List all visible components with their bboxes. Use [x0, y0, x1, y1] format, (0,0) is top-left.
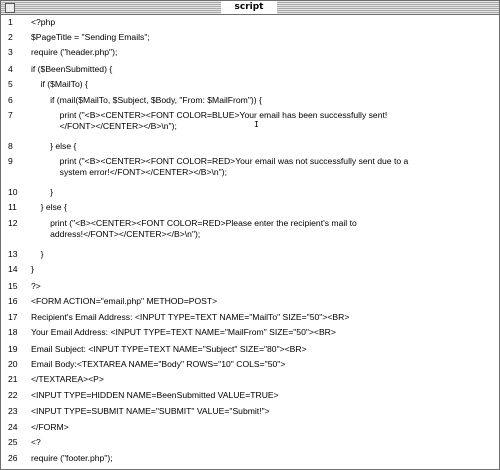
line-number: 18 — [8, 327, 18, 337]
line-number: 21 — [8, 374, 18, 384]
code-line[interactable]: 9 print ("<B><CENTER><FONT COLOR=RED>You… — [1, 156, 499, 180]
code-line[interactable]: 7 print ("<B><CENTER><FONT COLOR=BLUE>Yo… — [1, 110, 499, 134]
code-text[interactable]: <FORM ACTION="email.php" METHOD=POST> — [31, 296, 218, 306]
code-text[interactable]: Email Body:<TEXTAREA NAME="Body" ROWS="1… — [31, 359, 286, 369]
code-text[interactable]: </TEXTAREA><P> — [31, 374, 104, 384]
code-text[interactable]: } — [31, 264, 34, 274]
line-number: 15 — [8, 281, 18, 291]
code-text[interactable]: ?> — [31, 281, 41, 291]
code-line[interactable]: 3 require ("header.php"); — [1, 47, 499, 60]
code-text[interactable]: if ($MailTo) { — [31, 79, 88, 89]
code-text[interactable]: Email Subject: <INPUT TYPE=TEXT NAME="Su… — [31, 344, 307, 354]
code-line[interactable]: 13 } — [1, 249, 499, 262]
code-text[interactable]: <?php — [31, 17, 56, 27]
code-line[interactable]: 20 Email Body:<TEXTAREA NAME="Body" ROWS=… — [1, 359, 499, 372]
code-text[interactable]: Recipient's Email Address: <INPUT TYPE=T… — [31, 312, 350, 322]
line-number: 8 — [8, 141, 13, 151]
code-line[interactable]: 16 <FORM ACTION="email.php" METHOD=POST> — [1, 296, 499, 309]
line-number: 24 — [8, 422, 18, 432]
code-line[interactable]: 26 require ("footer.php"); — [1, 453, 499, 466]
line-number: 6 — [8, 95, 13, 105]
line-number: 13 — [8, 249, 18, 259]
code-text[interactable]: $PageTitle = "Sending Emails"; — [31, 32, 150, 42]
line-number: 20 — [8, 359, 18, 369]
line-number: 23 — [8, 406, 18, 416]
code-text[interactable]: <INPUT TYPE=SUBMIT NAME="SUBMIT" VALUE="… — [31, 406, 270, 416]
text-cursor-icon: I — [254, 120, 259, 129]
code-line[interactable]: 21 </TEXTAREA><P> — [1, 374, 499, 387]
line-number: 25 — [8, 437, 18, 447]
code-line[interactable]: 5 if ($MailTo) { — [1, 79, 499, 92]
line-number: 16 — [8, 296, 18, 306]
code-text[interactable]: } else { — [31, 202, 67, 212]
code-line[interactable]: 8 } else { — [1, 141, 499, 154]
code-text[interactable]: print ("<B><CENTER><FONT COLOR=BLUE>Your… — [59, 110, 388, 131]
code-text[interactable]: require ("footer.php"); — [31, 453, 113, 463]
code-line[interactable]: 6 if (mail($MailTo, $Subject, $Body, "Fr… — [1, 95, 499, 108]
code-line[interactable]: 19 Email Subject: <INPUT TYPE=TEXT NAME="… — [1, 344, 499, 357]
code-line[interactable]: 11 } else { — [1, 202, 499, 215]
line-number: 5 — [8, 79, 13, 89]
line-number: 9 — [8, 156, 13, 166]
code-text[interactable]: } — [31, 249, 44, 259]
title-bar[interactable]: script — [1, 1, 499, 15]
line-number: 10 — [8, 187, 18, 197]
line-number: 2 — [8, 32, 13, 42]
line-number: 14 — [8, 264, 18, 274]
code-text[interactable]: } else { — [31, 141, 77, 151]
code-text[interactable]: </FORM> — [31, 422, 69, 432]
code-text[interactable]: require ("header.php"); — [31, 47, 118, 57]
code-text[interactable]: <INPUT TYPE=HIDDEN NAME=BeenSubmitted VA… — [31, 390, 279, 400]
code-text[interactable]: if ($BeenSubmitted) { — [31, 64, 113, 74]
line-number: 17 — [8, 312, 18, 322]
code-text[interactable]: print ("<B><CENTER><FONT COLOR=RED>Pleas… — [50, 218, 357, 239]
code-line[interactable]: 25 <? — [1, 437, 499, 450]
code-text[interactable]: print ("<B><CENTER><FONT COLOR=RED>Your … — [59, 156, 409, 177]
code-line[interactable]: 1 <?php — [1, 17, 499, 30]
window-title: script — [221, 1, 277, 14]
line-number: 1 — [8, 17, 13, 27]
code-line[interactable]: 10 } — [1, 187, 499, 200]
code-line[interactable]: 4 if ($BeenSubmitted) { — [1, 64, 499, 77]
line-number: 19 — [8, 344, 18, 354]
code-text[interactable]: if (mail($MailTo, $Subject, $Body, "From… — [31, 95, 262, 105]
code-line[interactable]: 15 ?> — [1, 281, 499, 294]
code-line[interactable]: 2 $PageTitle = "Sending Emails"; — [1, 32, 499, 45]
line-number: 22 — [8, 390, 18, 400]
line-number: 7 — [8, 110, 13, 120]
code-text[interactable]: Your Email Address: <INPUT TYPE=TEXT NAM… — [31, 327, 336, 337]
code-text[interactable]: } — [31, 187, 53, 197]
code-editor[interactable]: 1 <?php 2 $PageTitle = "Sending Emails"; 3 re… — [1, 15, 499, 469]
code-line[interactable]: 18 Your Email Address: <INPUT TYPE=TEXT N… — [1, 327, 499, 340]
line-number: 26 — [8, 453, 18, 463]
code-text[interactable]: <? — [31, 437, 41, 447]
line-number: 12 — [8, 218, 18, 228]
code-line[interactable]: 17 Recipient's Email Address: <INPUT TYPE… — [1, 312, 499, 325]
code-line[interactable]: 23 <INPUT TYPE=SUBMIT NAME="SUBMIT" VALUE… — [1, 406, 499, 419]
code-line[interactable]: 22 <INPUT TYPE=HIDDEN NAME=BeenSubmitted … — [1, 390, 499, 403]
line-number: 4 — [8, 64, 13, 74]
close-box-icon[interactable] — [5, 3, 15, 13]
line-number: 3 — [8, 47, 13, 57]
line-number: 11 — [8, 202, 17, 212]
code-line[interactable]: 12 print ("<B><CENTER><FONT COLOR=RED>Pl… — [1, 218, 499, 242]
code-line[interactable]: 24 </FORM> — [1, 422, 499, 435]
code-line[interactable]: 14} — [1, 264, 499, 277]
